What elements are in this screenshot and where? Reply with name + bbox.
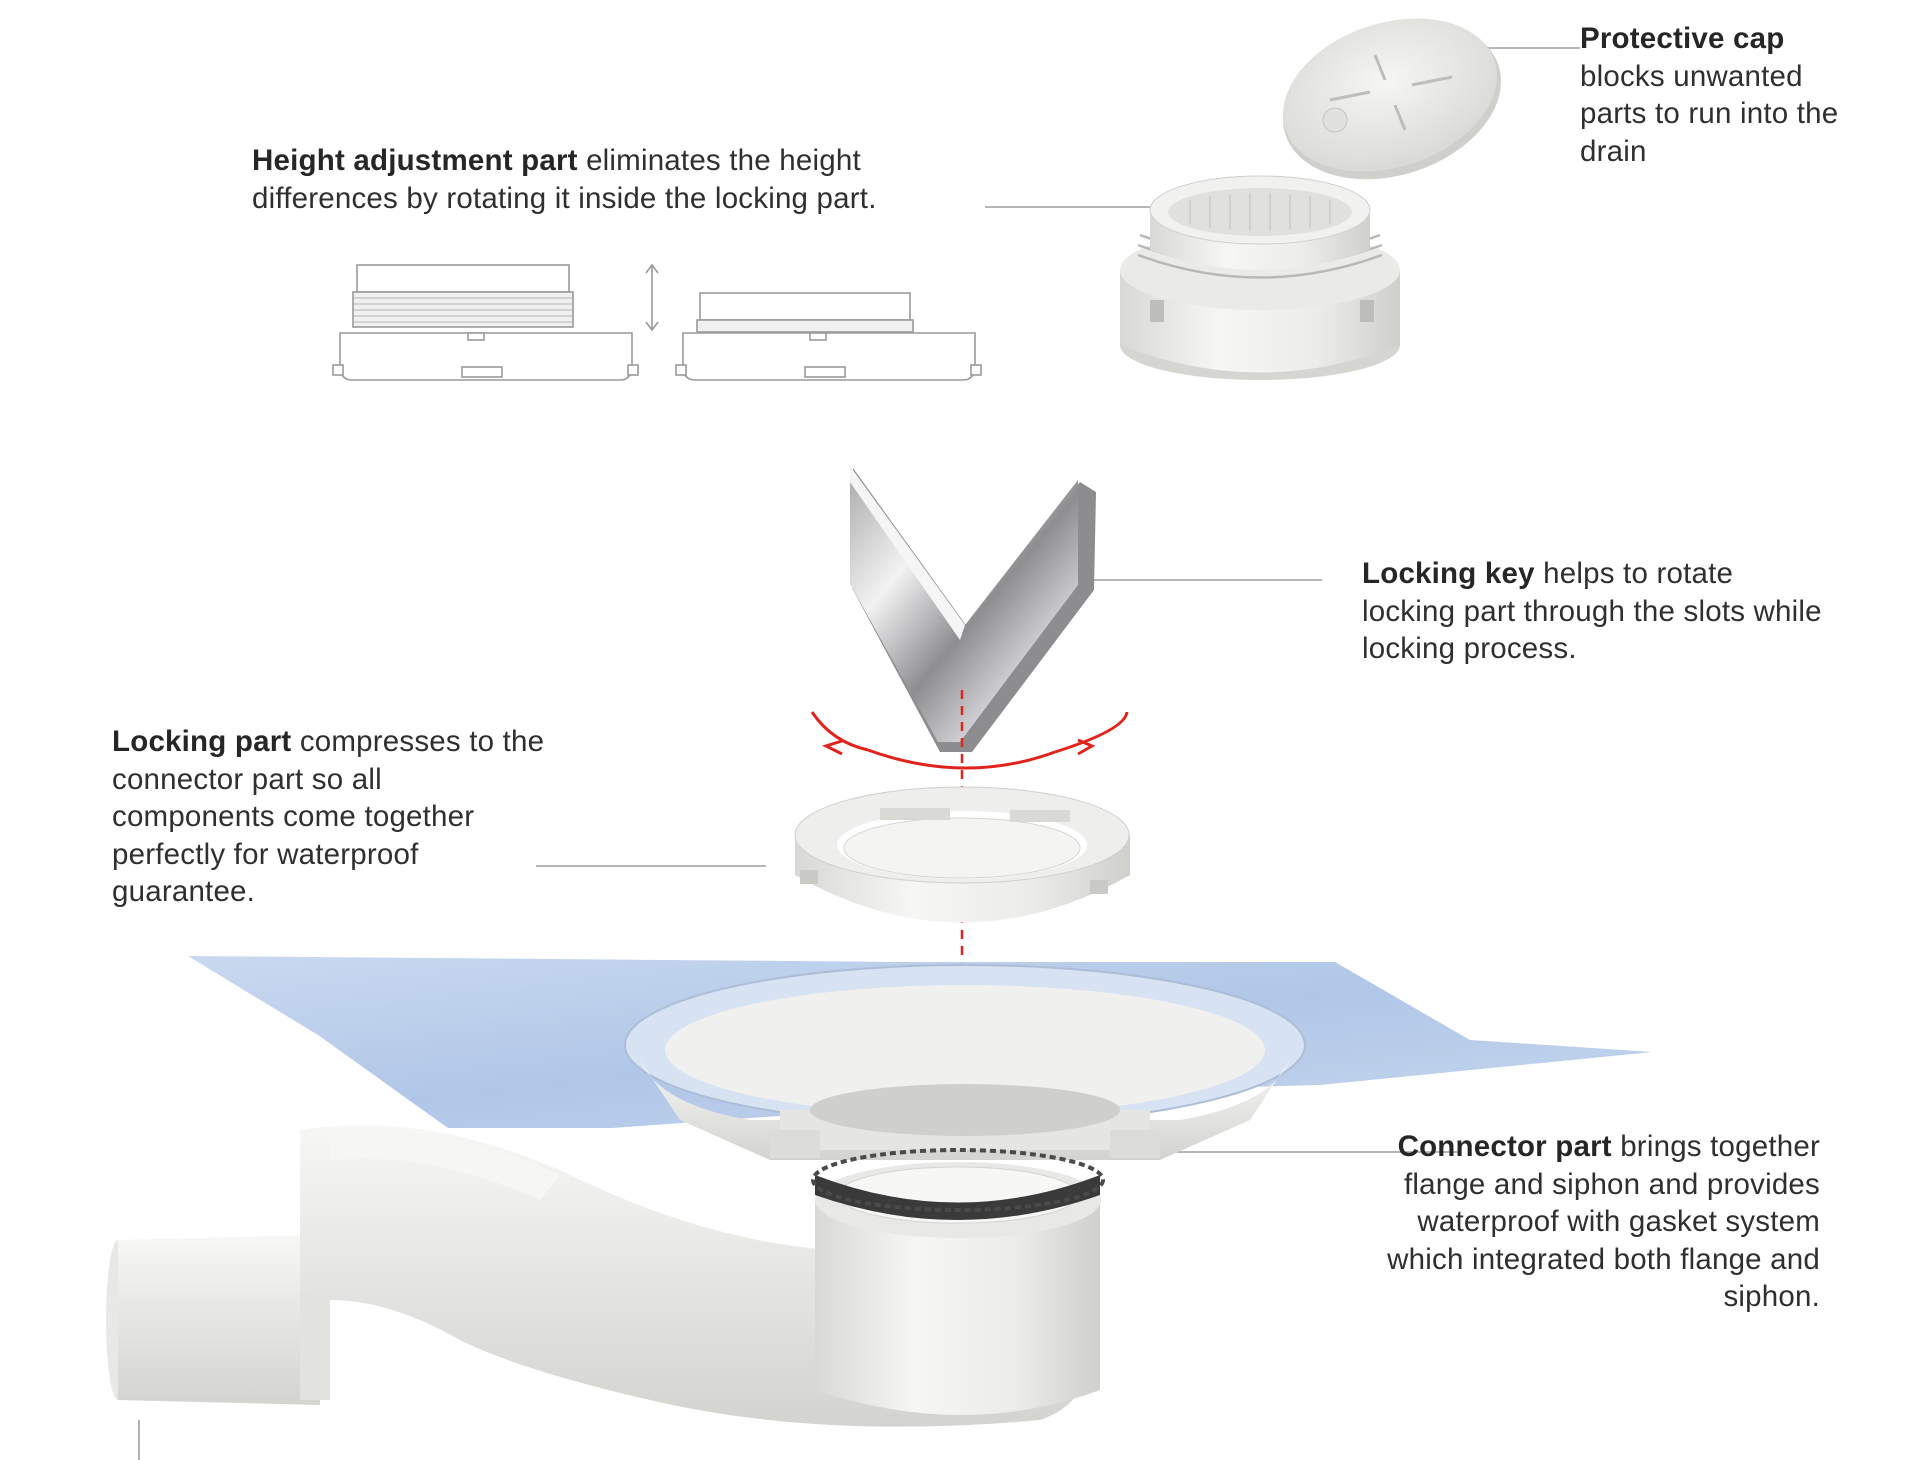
callout-protective-cap: Protective cap blocks unwanted parts to … (1580, 20, 1840, 170)
siphon-illustration (106, 1125, 1105, 1427)
height-adjustment-title: Height adjustment part (252, 144, 578, 177)
height-adjustment-line-drawings (332, 263, 982, 381)
flange-illustration (624, 964, 1306, 1160)
callout-connector-part: Connector part brings together flange an… (1365, 1128, 1820, 1316)
locking-part-title: Locking part (112, 725, 292, 758)
callout-locking-key-box: Locking key helps to rotate locking part… (1362, 555, 1832, 668)
connector-part-title: Connector part (1397, 1130, 1612, 1163)
height-adjustment-text: eliminates the height differences by rot… (252, 144, 877, 215)
height-adjustment-ring-illustration (1120, 175, 1400, 380)
callout-connector-part-box: Connector part brings together flange an… (1365, 1128, 1820, 1316)
rotation-arrow (810, 711, 1129, 770)
locking-key-illustration (850, 466, 1096, 752)
callout-height-adjustment: Height adjustment part eliminates the he… (252, 142, 997, 217)
connector-part-text: brings together flange and siphon and pr… (1387, 1130, 1820, 1313)
locking-ring-illustration (794, 786, 1130, 923)
callout-locking-part: Locking part compresses to the connector… (112, 723, 552, 911)
locking-key-title: Locking key (1362, 557, 1535, 590)
callout-locking-part-box: Locking part compresses to the connector… (112, 723, 552, 911)
protective-cap-text: blocks unwanted parts to run into the dr… (1580, 59, 1839, 168)
protective-cap-illustration (1282, 18, 1502, 180)
callout-height-adjustment-box: Height adjustment part eliminates the he… (252, 142, 997, 217)
callout-locking-key: Locking key helps to rotate locking part… (1362, 555, 1832, 668)
locking-part-text: compresses to the connector part so all … (112, 725, 545, 908)
callout-protective-cap-box: Protective cap blocks unwanted parts to … (1580, 20, 1840, 170)
protective-cap-title: Protective cap (1580, 22, 1785, 55)
locking-key-text: helps to rotate locking part through the… (1362, 557, 1822, 665)
